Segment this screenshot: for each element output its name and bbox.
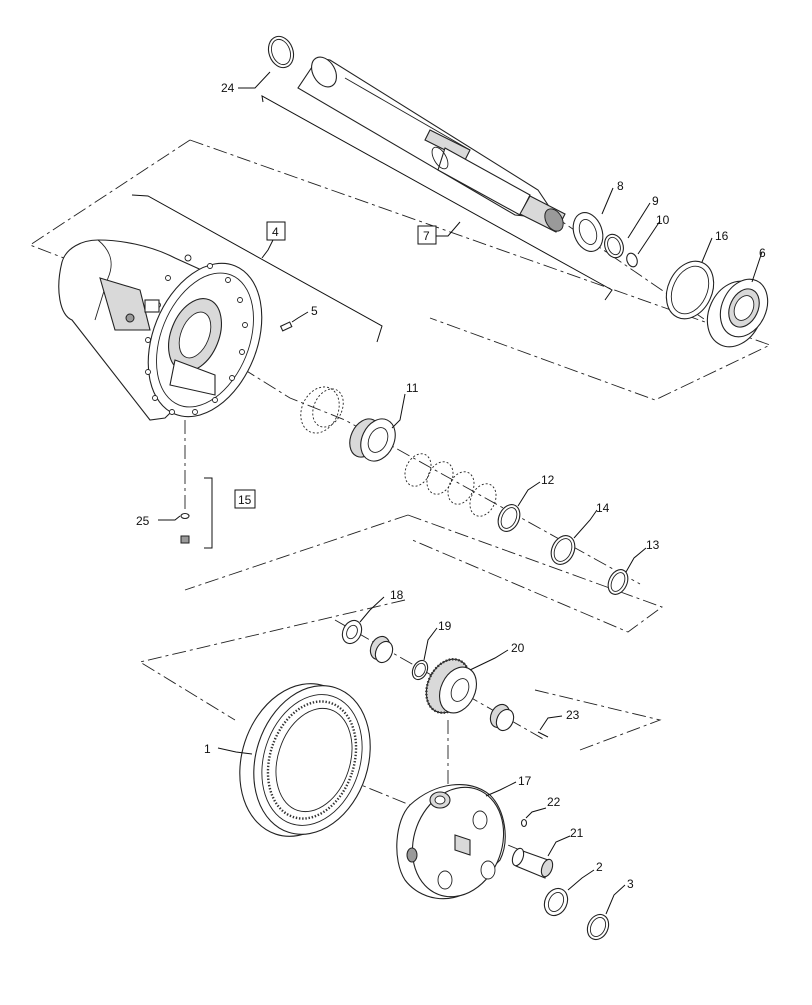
callout-20: 20: [511, 641, 525, 655]
callout-7: 7: [423, 229, 430, 243]
spacer-ring-part-8: [572, 212, 604, 252]
callout-box-15: [234, 489, 256, 509]
callout-17: 17: [518, 774, 532, 788]
shim-pack: [404, 453, 497, 517]
callout-24: 24: [221, 81, 235, 95]
callout-22: 22: [547, 795, 561, 809]
snap-ring-part-19: [411, 659, 429, 681]
bolt-part-25: [180, 512, 190, 544]
callout-2: 2: [596, 860, 603, 874]
callout-12: 12: [541, 473, 555, 487]
callout-1: 1: [204, 742, 211, 756]
needle-bearing-right: [489, 703, 515, 732]
callout-16: 16: [715, 229, 729, 243]
callout-23: 23: [566, 708, 580, 722]
small-ring-part-10: [626, 252, 638, 268]
callout-3: 3: [627, 877, 634, 891]
needle-bearing-left: [369, 635, 394, 664]
planet-pin-part-21: [511, 847, 554, 879]
callout-13: 13: [646, 538, 660, 552]
callout-box-4: [266, 221, 286, 241]
callout-11: 11: [406, 381, 419, 395]
ring-part-12: [497, 504, 521, 532]
callout-box-7: [417, 225, 437, 245]
bearing-cup-part-11: [300, 386, 344, 434]
callout-6: 6: [759, 246, 766, 260]
thrust-washer-part-18: [341, 619, 363, 645]
axle-housing-part-4: [58, 239, 263, 421]
callout-4: 4: [272, 225, 279, 239]
bearing-cone-part-11: [349, 418, 396, 462]
ball-part-22: [520, 818, 528, 828]
ring-gear-part-1: [239, 683, 371, 837]
callout-25: 25: [136, 514, 150, 528]
callout-labels: 24 7 8 9 10 16 6 4 5 11 12 14 13 15 25 1…: [136, 81, 766, 891]
planet-gear-part-20: [425, 658, 477, 714]
callout-14: 14: [596, 501, 610, 515]
callout-19: 19: [438, 619, 452, 633]
pin-part-5: [279, 321, 293, 332]
washer-part-2: [543, 887, 569, 917]
snap-ring-part-13: [607, 569, 629, 595]
snap-ring-part-3: [586, 913, 610, 941]
drive-shaft-part-7: [297, 56, 566, 233]
callout-18: 18: [390, 588, 404, 602]
callout-8: 8: [617, 179, 624, 193]
planet-carrier-part-17: [396, 784, 506, 900]
callout-10: 10: [656, 213, 670, 227]
callout-15: 15: [238, 493, 252, 507]
pin-part-23: [537, 731, 549, 738]
bearing-part-6: [706, 278, 769, 348]
washer-part-14: [550, 535, 576, 565]
snap-ring-part-24: [267, 35, 295, 69]
snap-ring-part-9: [604, 233, 624, 259]
callout-9: 9: [652, 194, 659, 208]
callout-5: 5: [311, 304, 318, 318]
callout-21: 21: [570, 826, 584, 840]
seal-ring-part-16: [665, 260, 715, 320]
assembly-brackets: [131, 95, 613, 549]
